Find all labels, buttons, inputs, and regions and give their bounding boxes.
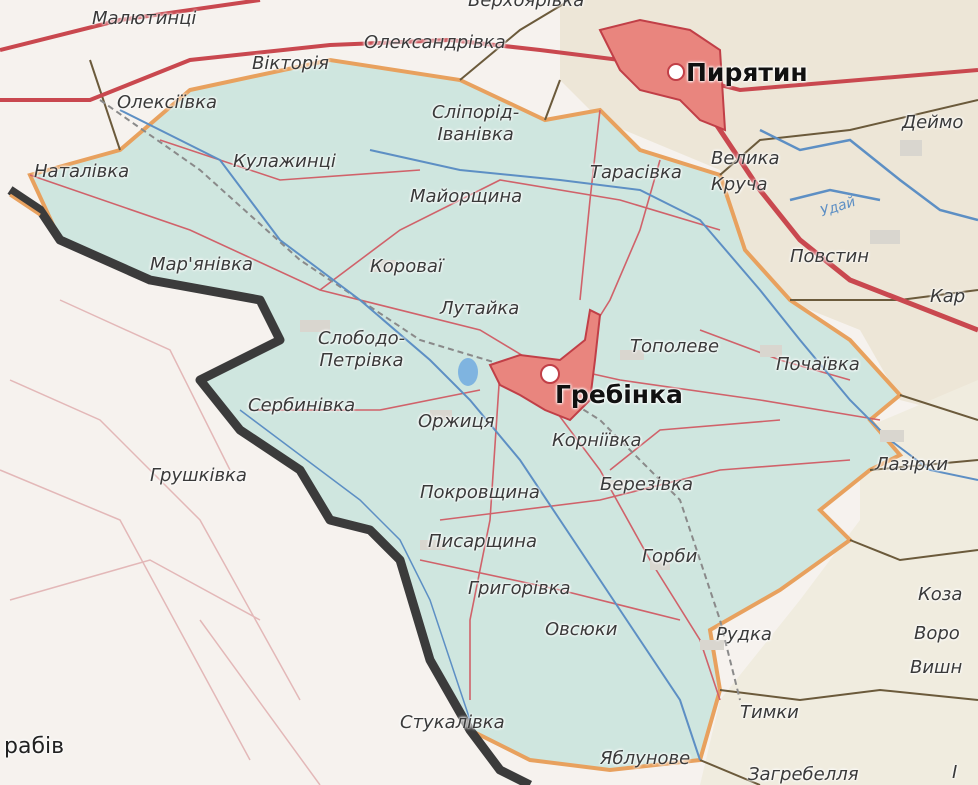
label-marianivka[interactable]: Мар'янівка — [150, 254, 254, 275]
label-velyka[interactable]: Велика — [711, 148, 780, 169]
label-vyshni[interactable]: Вишн — [910, 657, 963, 678]
label-lutaika[interactable]: Лутайка — [440, 298, 520, 319]
label-karpylivka[interactable]: Кар — [930, 286, 966, 307]
label-hrebinka[interactable]: Гребінка — [555, 380, 683, 409]
label-korovai[interactable]: Короваї — [370, 256, 443, 277]
oblast-border-accent — [9, 193, 41, 217]
label-edge-i[interactable]: І — [952, 762, 958, 783]
label-orzhytsia[interactable]: Оржиця — [418, 411, 495, 432]
settlement-patches — [300, 140, 922, 650]
label-malyutyntsi[interactable]: Малютинці — [92, 8, 197, 29]
label-viktoriia[interactable]: Вікторія — [252, 53, 329, 74]
label-krucha[interactable]: Круча — [711, 174, 768, 195]
label-sliporid[interactable]: Сліпорід- Іванівка — [432, 102, 519, 145]
label-slobodo-line1: Слободо- — [318, 328, 406, 349]
hrebinka-city-area — [488, 308, 602, 422]
label-povstyn[interactable]: Повстин — [790, 246, 870, 267]
label-pochaivka[interactable]: Почаївка — [776, 354, 860, 375]
oblast-border — [7, 186, 533, 785]
label-tymky[interactable]: Тимки — [740, 702, 799, 723]
label-stukalivka[interactable]: Стукалівка — [400, 712, 505, 733]
neighbour-roads — [0, 299, 321, 785]
river-udai — [759, 128, 978, 222]
river-west — [239, 409, 471, 721]
label-lazirky[interactable]: Лазірки — [875, 454, 949, 475]
label-serbynivka[interactable]: Сербинівка — [248, 395, 356, 416]
label-hrushkivka[interactable]: Грушківка — [150, 465, 247, 486]
label-berezivka[interactable]: Березівка — [600, 474, 694, 495]
label-oleksandrivka[interactable]: Олександрівка — [364, 32, 506, 53]
label-kozacha[interactable]: Коза — [918, 584, 963, 605]
label-korniivka[interactable]: Корніївка — [552, 430, 642, 451]
pyriatyn-marker[interactable] — [667, 63, 685, 81]
label-pysarshchyna[interactable]: Писарщина — [428, 531, 538, 552]
label-oleksiivka[interactable]: Олексіївка — [117, 92, 218, 113]
label-drabiv[interactable]: рабів — [4, 734, 65, 759]
label-pokrovshchyna[interactable]: Покровщина — [420, 482, 540, 503]
label-ovsiuky[interactable]: Овсюки — [545, 619, 618, 640]
label-slobodo-line2: Петрівка — [319, 349, 404, 371]
label-kulazhyntsi[interactable]: Кулажинці — [233, 151, 336, 172]
pyriatyn-city-area — [598, 18, 727, 132]
label-topoleve[interactable]: Тополеве — [630, 336, 720, 357]
label-slobodo-petrivka[interactable]: Слободо- Петрівка — [318, 328, 405, 371]
label-deimanivka[interactable]: Деймо — [902, 112, 964, 133]
label-zagrebellia[interactable]: Загребелля — [748, 764, 859, 785]
label-vorony[interactable]: Воро — [914, 623, 960, 644]
label-hryhorivka[interactable]: Григорівка — [468, 578, 571, 599]
label-sliporid-line1: Сліпорід- — [432, 102, 520, 123]
label-yablunove[interactable]: Яблунове — [600, 748, 691, 769]
label-tarasivka[interactable]: Тарасівка — [590, 162, 682, 183]
label-pyriatyn[interactable]: Пирятин — [686, 58, 808, 87]
label-verkhoyarivka[interactable]: Верхоярівка — [468, 0, 585, 11]
label-maiorshchyna[interactable]: Майорщина — [410, 186, 523, 207]
river-east — [369, 149, 978, 481]
hrebinka-marker[interactable] — [540, 364, 560, 384]
highway-east — [697, 98, 978, 333]
label-horby[interactable]: Горби — [642, 546, 698, 567]
river-orzhytsia — [119, 109, 701, 761]
label-natalivka[interactable]: Наталівка — [34, 161, 130, 182]
lake — [458, 358, 478, 386]
neighbour-area — [560, 0, 978, 420]
label-rudka[interactable]: Рудка — [716, 624, 772, 645]
label-sliporid-line2: Іванівка — [437, 123, 514, 145]
neighbour-area-east — [700, 380, 978, 785]
